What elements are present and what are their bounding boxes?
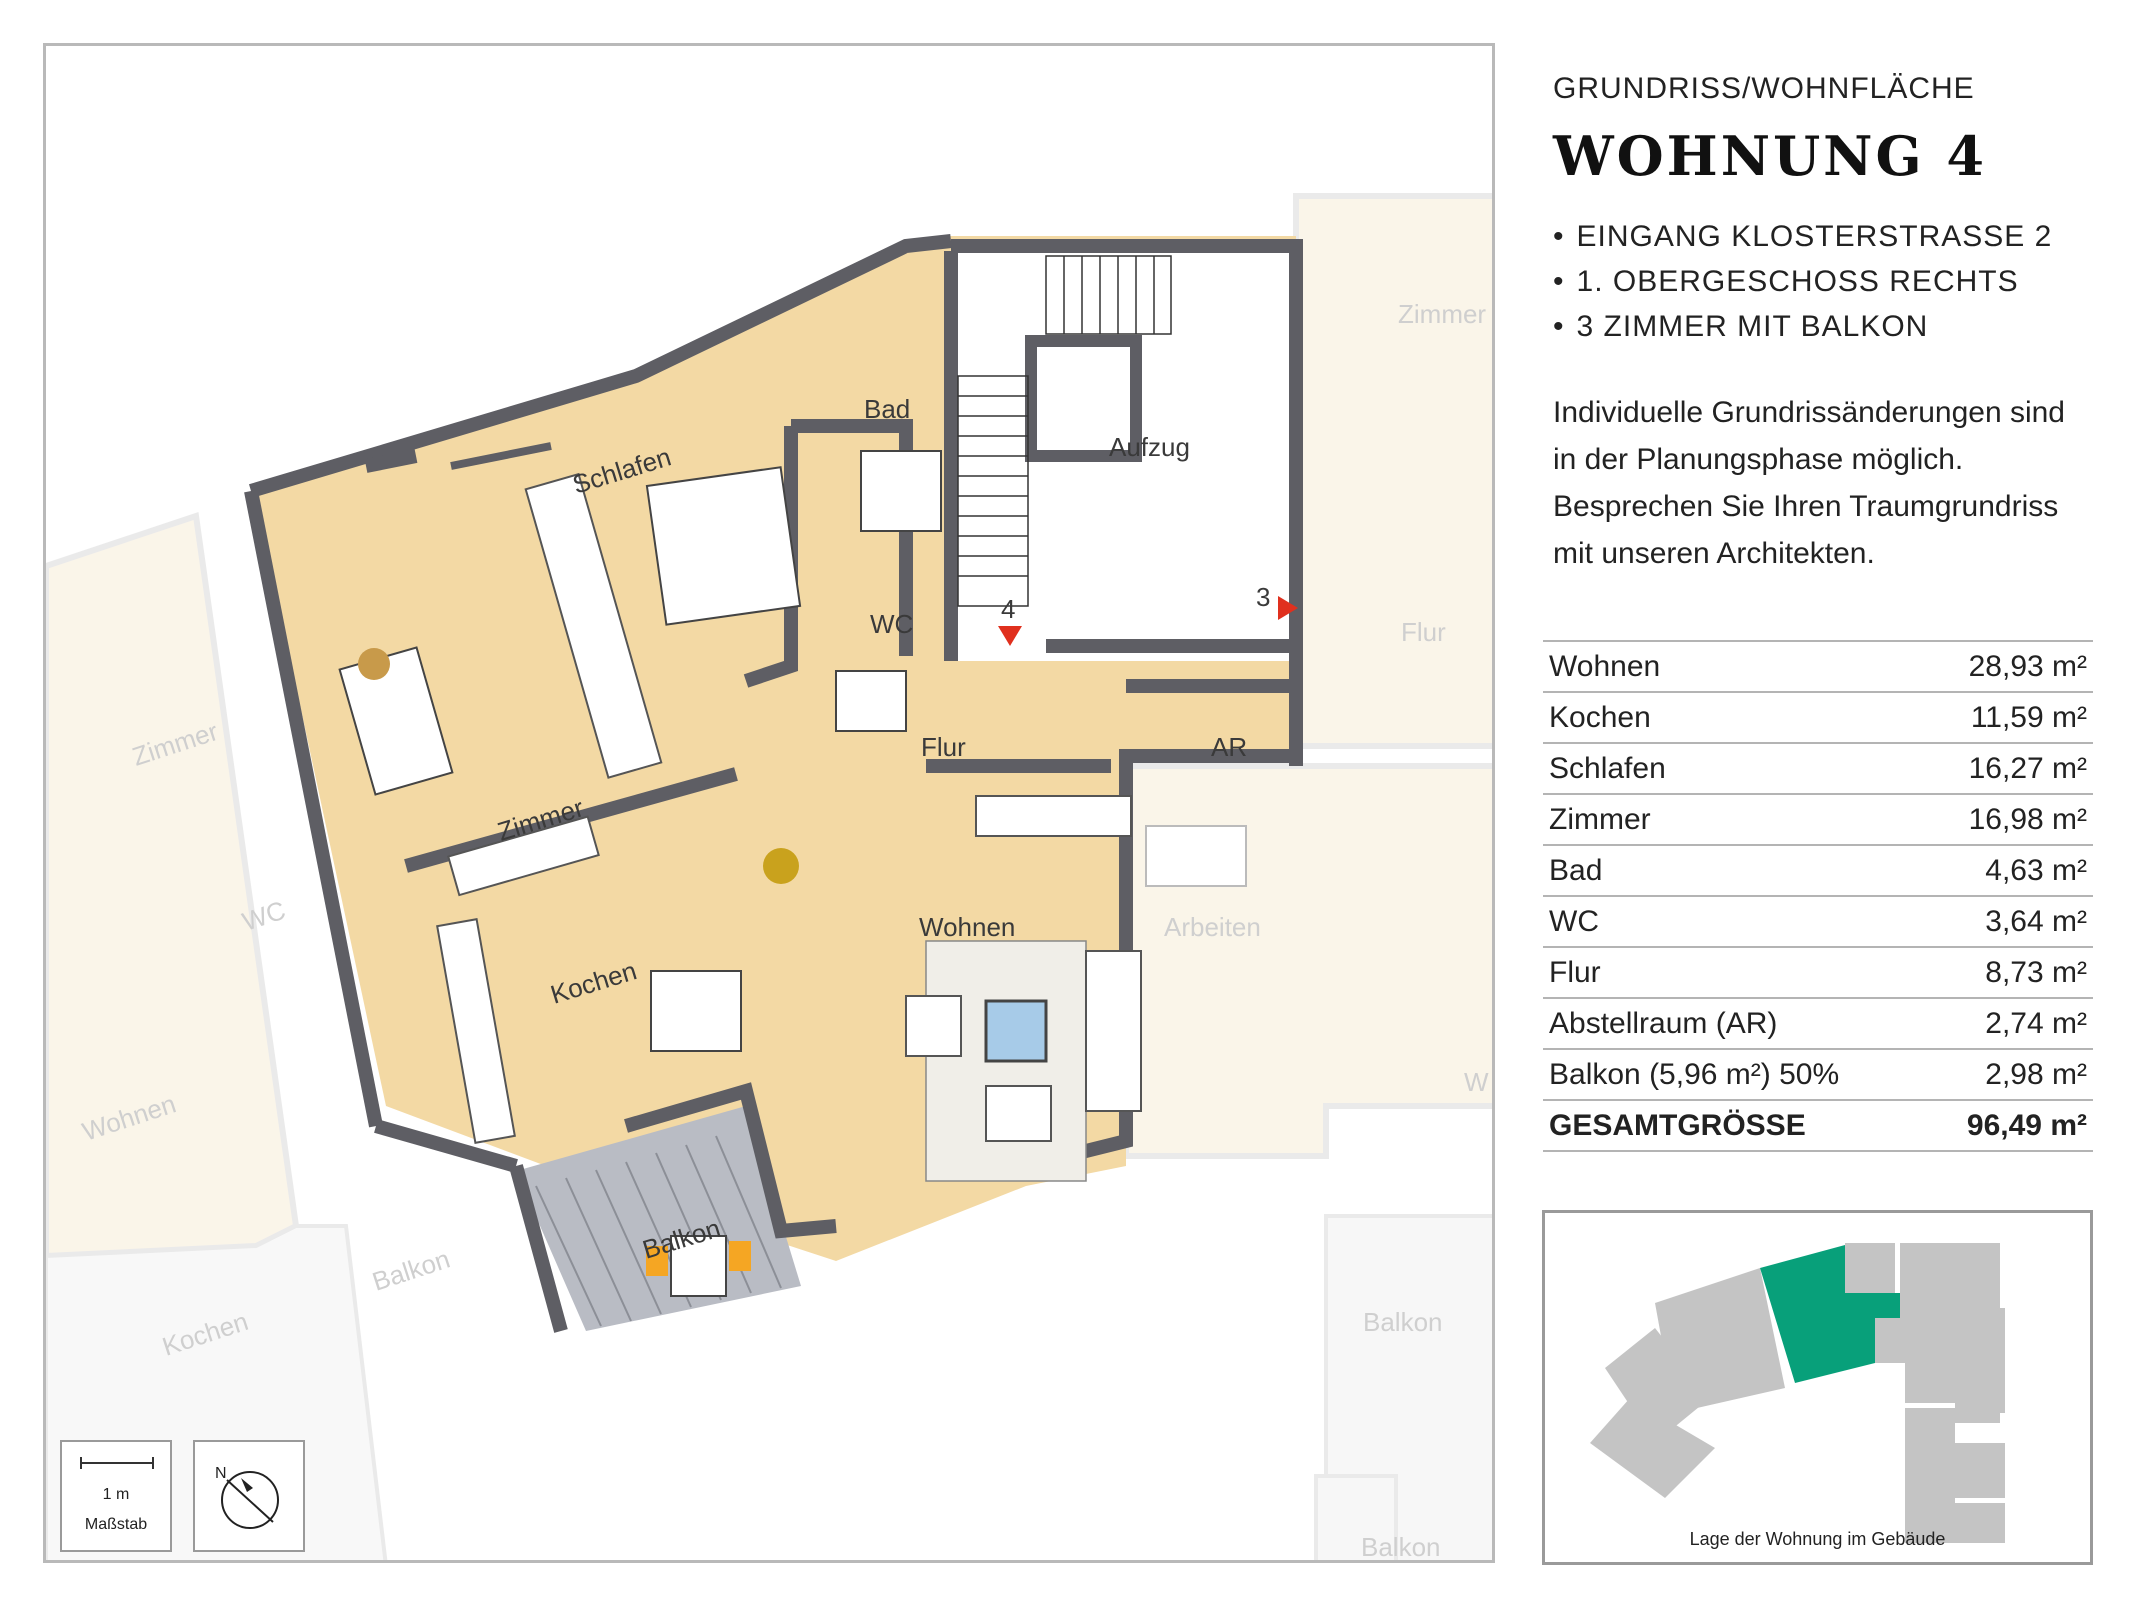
wc-sink <box>835 670 907 732</box>
room-size: 11,59 m² <box>1925 691 2093 743</box>
plant-icon <box>763 848 799 884</box>
furniture <box>338 450 1247 1297</box>
label-wohnen: Wohnen <box>919 912 1015 942</box>
balcony-chair-right <box>729 1241 751 1271</box>
room-name: Zimmer <box>1543 793 1926 845</box>
feature-item: 3 ZIMMER MIT BALKON <box>1553 304 2093 349</box>
neighbor-label-w-partial: W <box>1464 1067 1489 1097</box>
room-name: Schlafen <box>1543 742 1926 794</box>
scale-indicator: 1 m Maßstab <box>60 1440 172 1552</box>
stair-marker-3-label: 3 <box>1256 582 1270 612</box>
wardrobe-bedroom <box>524 472 663 779</box>
scale-bar <box>80 1457 154 1469</box>
wardrobe-hall <box>975 795 1132 837</box>
armchair-bottom <box>985 1085 1052 1142</box>
compass-icon: N <box>215 1465 279 1529</box>
page-title: WOHNUNG 4 <box>1553 124 1988 188</box>
room-name: WC <box>1543 895 1926 947</box>
sofa <box>1085 950 1142 1112</box>
room-name: Bad <box>1543 844 1926 896</box>
room-size: 8,73 m² <box>1925 946 2093 998</box>
building-blocks <box>1590 1243 2005 1543</box>
label-wc: WC <box>870 609 913 639</box>
room-name: Kochen <box>1543 691 1926 743</box>
balcony-chair-left <box>646 1246 668 1276</box>
info-panel: GRUNDRISS/WOHNFLÄCHE WOHNUNG 4 EINGANG K… <box>1553 72 2093 577</box>
stair-marker-3-icon <box>1278 596 1298 620</box>
floor-plan-drawing: Zimmer Flur Arbeiten Balkon Balkon W Zim… <box>46 193 1492 1562</box>
kitchen-counter-left <box>436 918 516 1144</box>
neighbor-label-arbeiten: Arbeiten <box>1164 912 1261 942</box>
double-bed <box>645 466 802 626</box>
side-table-icon <box>358 648 390 680</box>
label-ar: AR <box>1211 732 1247 762</box>
floor-plan: Zimmer Flur Arbeiten Balkon Balkon W Zim… <box>43 43 1495 1563</box>
balcony-deck <box>516 1106 801 1331</box>
label-bad: Bad <box>864 394 910 424</box>
location-caption: Lage der Wohnung im Gebäude <box>1689 1529 1946 1549</box>
neighbor-label-zimmer-right: Zimmer <box>1398 299 1486 329</box>
coffee-table <box>984 999 1048 1063</box>
total-label: GESAMTGRÖSSE <box>1543 1099 1926 1152</box>
walls <box>244 234 1303 1333</box>
room-size: 2,74 m² <box>1925 997 2093 1049</box>
room-name: Wohnen <box>1543 640 1926 692</box>
stair-marker-4-icon <box>998 626 1022 646</box>
neighbor-label-balkon-bottom: Balkon <box>1361 1532 1441 1562</box>
armchair-left <box>905 995 962 1057</box>
feature-item: 1. OBERGESCHOSS RECHTS <box>1553 259 2093 304</box>
north-label: N <box>215 1465 227 1482</box>
balcony-table <box>670 1235 727 1297</box>
neighbor-desk <box>1145 825 1247 887</box>
neighbor-label-flur-right: Flur <box>1401 617 1446 647</box>
total-size: 96,49 m² <box>1925 1099 2093 1152</box>
location-map: Lage der Wohnung im Gebäude <box>1542 1210 2093 1565</box>
room-size: 2,98 m² <box>1925 1048 2093 1100</box>
label-flur: Flur <box>921 732 966 762</box>
apartment-highlight <box>1760 1245 1900 1383</box>
description-text: Individuelle Grundrissänderungen sind in… <box>1553 396 2065 570</box>
elevator-shaft <box>1025 335 1142 462</box>
room-name: Flur <box>1543 946 1926 998</box>
room-size: 16,98 m² <box>1925 793 2093 845</box>
label-aufzug: Aufzug <box>1109 432 1190 462</box>
room-size: 4,63 m² <box>1925 844 2093 896</box>
room-name: Abstellraum (AR) <box>1543 997 1926 1049</box>
scale-value: 1 m <box>102 1486 130 1503</box>
room-size: 3,64 m² <box>1925 895 2093 947</box>
table-row: Abstellraum (AR)2,74 m² <box>1543 997 2093 1049</box>
stair-marker-4-label: 4 <box>1001 594 1015 624</box>
kitchen-counter-top <box>447 815 600 897</box>
neighbor-label-balkon-right: Balkon <box>1363 1307 1443 1337</box>
neighbor-labels: Zimmer Flur Arbeiten Balkon Balkon W Zim… <box>79 299 1489 1562</box>
north-indicator: N <box>193 1440 305 1552</box>
building-map <box>1590 1243 2005 1543</box>
room-size: 28,93 m² <box>1925 640 2093 692</box>
room-size: 16,27 m² <box>1925 742 2093 794</box>
feature-list: EINGANG KLOSTERSTRASSE 2 1. OBERGESCHOSS… <box>1553 214 2093 349</box>
scale-caption: Maßstab <box>84 1516 148 1533</box>
neighbor-label-balkon-left: Balkon <box>369 1244 454 1297</box>
neighbor-units <box>46 193 1492 1560</box>
page-subtitle: GRUNDRISS/WOHNFLÄCHE <box>1553 72 1975 105</box>
dining-table <box>650 970 742 1052</box>
bathtub <box>860 450 942 532</box>
table-row: Balkon (5,96 m²) 50%2,98 m² <box>1543 1048 2093 1100</box>
stair-steps <box>957 255 1172 607</box>
feature-item: EINGANG KLOSTERSTRASSE 2 <box>1553 214 2093 259</box>
room-name: Balkon (5,96 m²) 50% <box>1543 1048 1926 1100</box>
